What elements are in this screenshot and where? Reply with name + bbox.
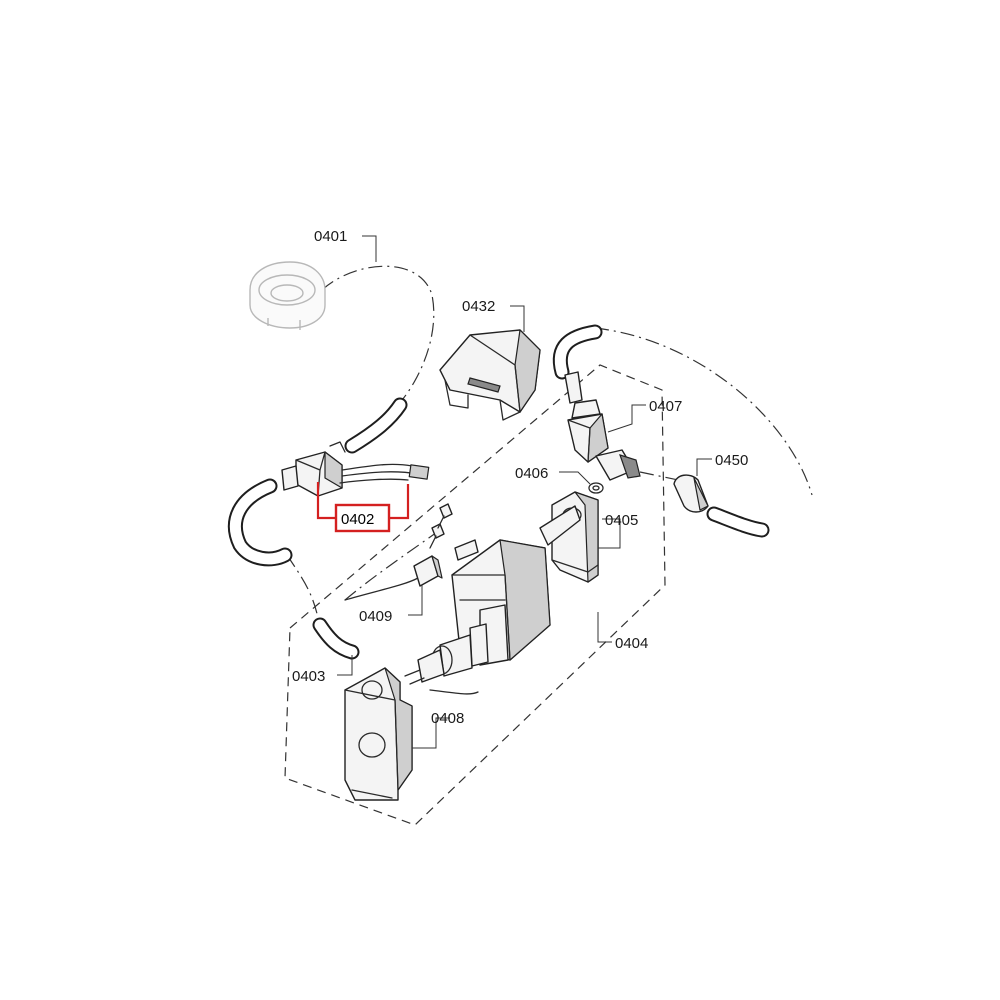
label-0404: 0404 bbox=[615, 635, 648, 652]
leader-0405 bbox=[598, 518, 621, 549]
connector-path-0403 bbox=[286, 554, 319, 619]
part-0432-cover bbox=[439, 329, 541, 421]
leader-0432 bbox=[510, 305, 525, 332]
hose-right-upper bbox=[552, 324, 603, 380]
leader-0409 bbox=[408, 585, 423, 616]
connector-path-0401 bbox=[321, 265, 435, 406]
part-0407-valve bbox=[564, 371, 641, 481]
leader-0407 bbox=[607, 404, 646, 433]
label-0402: 0402 bbox=[341, 511, 374, 528]
pump-body bbox=[404, 505, 581, 695]
label-0403: 0403 bbox=[292, 668, 325, 685]
label-0409: 0409 bbox=[359, 608, 392, 625]
label-0406: 0406 bbox=[515, 465, 548, 482]
part-0403-hose bbox=[312, 617, 360, 660]
leader-0450 bbox=[696, 458, 712, 476]
part-0450-fitting bbox=[673, 474, 770, 538]
leader-0403 bbox=[337, 655, 353, 676]
highlight-0402 bbox=[316, 482, 410, 533]
label-0401: 0401 bbox=[314, 228, 347, 245]
part-0408-bracket bbox=[344, 667, 413, 801]
hose-left bbox=[228, 478, 293, 567]
label-0405: 0405 bbox=[605, 512, 638, 529]
highlight-leader bbox=[316, 482, 410, 520]
part-0401-grommet bbox=[249, 261, 326, 330]
connector-path-wires bbox=[344, 529, 441, 601]
leader-0404 bbox=[597, 612, 612, 643]
label-0408: 0408 bbox=[431, 710, 464, 727]
label-0432: 0432 bbox=[462, 298, 495, 315]
part-0409-connector bbox=[344, 503, 453, 601]
leader-0401 bbox=[362, 235, 377, 262]
leader-0406 bbox=[559, 471, 591, 485]
highlight-box bbox=[334, 503, 391, 533]
leader-0408 bbox=[412, 717, 450, 749]
pump-assembly-boundary bbox=[284, 364, 666, 826]
connector-path-0450 bbox=[639, 471, 689, 483]
label-0407: 0407 bbox=[649, 398, 682, 415]
label-0450: 0450 bbox=[715, 452, 748, 469]
hose-upper bbox=[344, 397, 408, 454]
part-0406-oring bbox=[588, 482, 604, 494]
